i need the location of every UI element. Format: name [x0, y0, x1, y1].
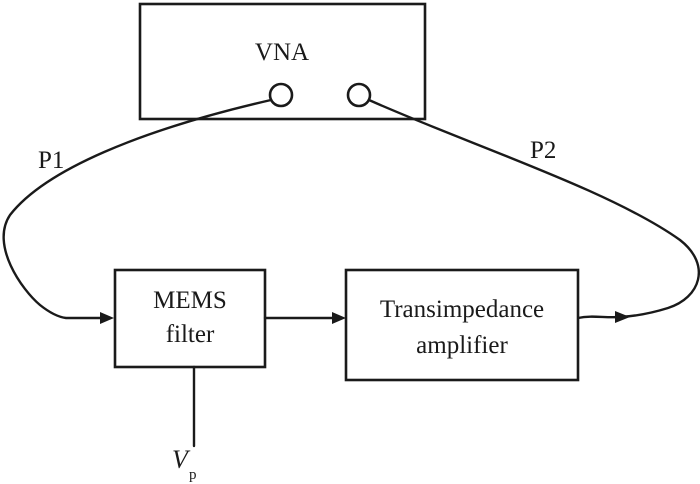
p2-label: P2 [530, 137, 556, 164]
vp-label: V [172, 445, 191, 474]
mems-filter-block: MEMS filter [113, 268, 267, 369]
mems-label-line1: MEMS [153, 287, 227, 314]
mems-filter-box [113, 268, 267, 369]
mems-label-line2: filter [166, 321, 215, 348]
p1-arrowhead [100, 312, 114, 324]
amplifier-label-line2: amplifier [416, 332, 508, 359]
p1-cable [2, 98, 273, 320]
port-2-connector [346, 82, 372, 108]
transimpedance-amplifier-block: Transimpedance amplifier [344, 268, 580, 382]
vp-subscript: p [189, 467, 197, 483]
p2-cable [367, 98, 700, 319]
amplifier-label-line1: Transimpedance [380, 296, 544, 323]
vna-label: VNA [255, 39, 309, 66]
p1-label: P1 [38, 147, 64, 174]
transimpedance-amplifier-box [344, 268, 580, 382]
amplifier-output-line [576, 315, 622, 320]
mems-to-amplifier-arrowhead [332, 312, 346, 324]
p2-arrowhead [615, 311, 630, 323]
port-1-connector [268, 82, 294, 108]
